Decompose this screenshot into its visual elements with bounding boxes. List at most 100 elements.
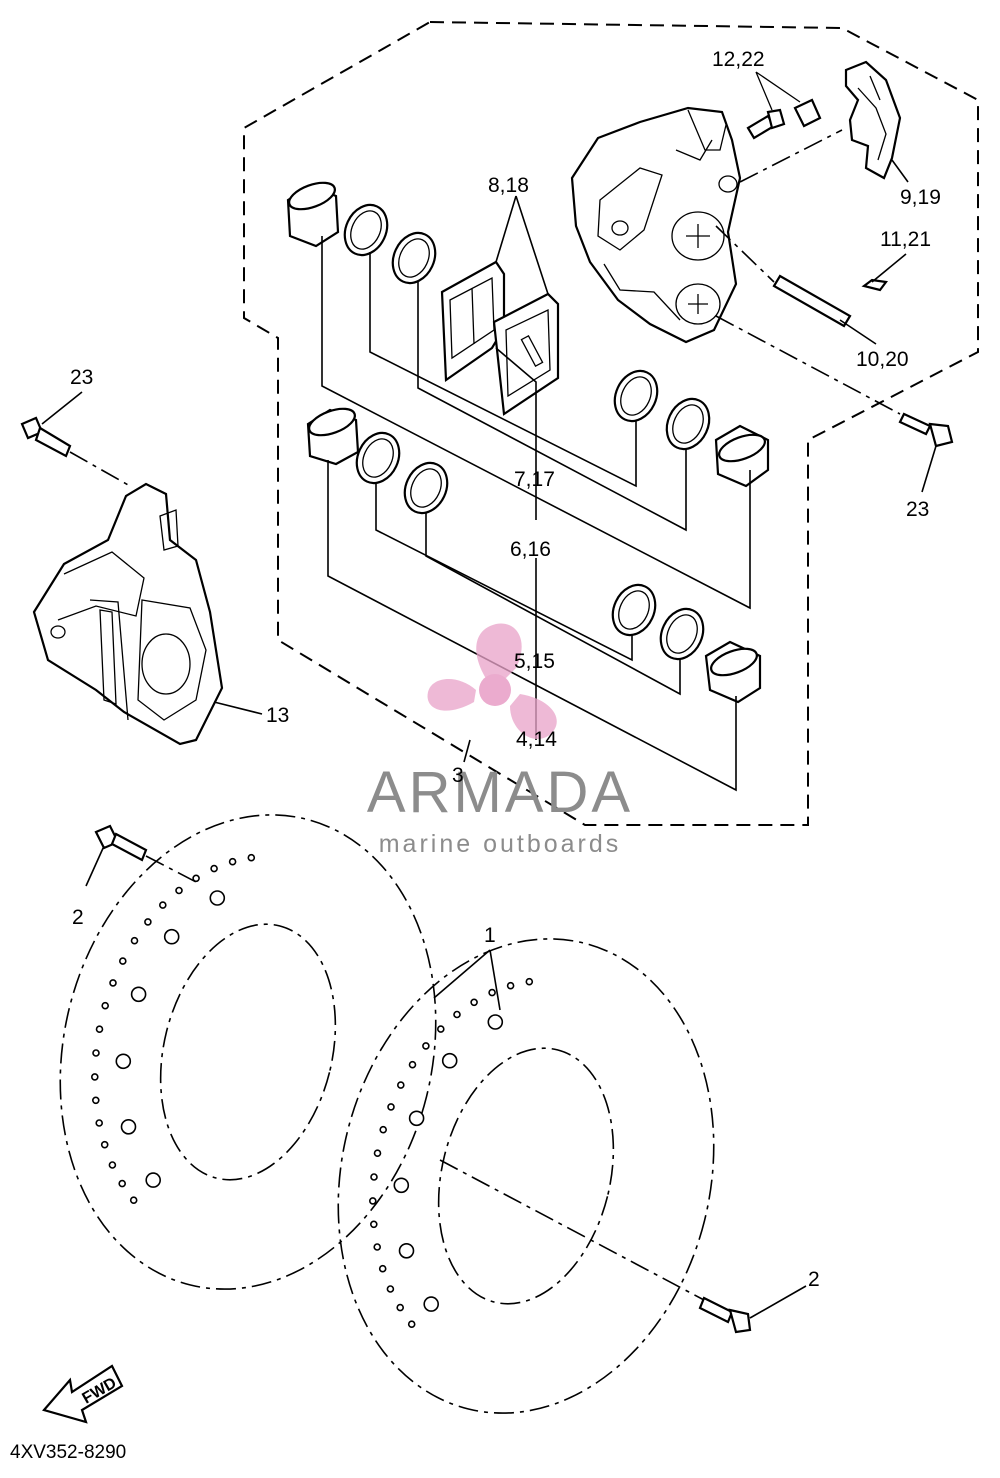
callout-3: 3	[452, 764, 464, 787]
drawing-code: 4XV352-8290	[10, 1442, 126, 1463]
callout-2-lower: 2	[808, 1268, 820, 1291]
callout-2-upper: 2	[72, 906, 84, 929]
seal-ring-upper-2	[391, 231, 437, 285]
disc-bolt-2-lower	[439, 1159, 807, 1334]
disc-right-hole	[369, 1220, 378, 1229]
disc-left-hole	[115, 1053, 132, 1070]
disc-left-hole	[228, 857, 237, 866]
callout-11-21: 11,21	[880, 228, 931, 251]
callout-12-22: 12,22	[712, 48, 765, 71]
fwd-arrow-icon	[42, 1364, 124, 1424]
seal-ring-lower-right-2	[659, 607, 705, 661]
disc-left-hole	[159, 901, 167, 909]
callout-7-17: 7,17	[514, 468, 555, 491]
disc-left-hole	[92, 1049, 100, 1057]
disc-left-hole	[210, 864, 218, 873]
disc-left-hole	[120, 1119, 137, 1135]
kit-leader-lines	[321, 195, 751, 792]
disc-right-hole	[387, 1103, 395, 1111]
disc-right-hole	[398, 1243, 415, 1259]
bleed-screw-12-22	[746, 71, 822, 140]
caliper-13	[32, 482, 263, 746]
disc-right-hole	[453, 1010, 461, 1019]
disc-right-hole	[487, 1014, 504, 1030]
disc-left-hole	[247, 853, 256, 862]
seal-ring-right-2	[665, 397, 711, 451]
caliper-bolt-23-right	[715, 315, 954, 493]
disc-left-hole	[192, 874, 200, 883]
piston-right-lower	[704, 640, 762, 704]
disc-left-hole	[95, 1025, 104, 1033]
disc-left-hole	[130, 936, 139, 945]
seal-ring-lower-1	[355, 431, 401, 485]
caliper-assembly-boundary	[243, 20, 979, 826]
disc-right-hole	[488, 988, 496, 997]
leader-10-20	[839, 319, 877, 345]
brake-disc-right	[337, 938, 715, 1414]
seal-ring-lower-2	[403, 461, 449, 515]
disc-right-hole	[506, 981, 515, 990]
leader-11-21	[871, 253, 907, 283]
disc-left-hole	[129, 1196, 138, 1204]
disc-left-hole	[209, 890, 226, 906]
seal-ring-lower-right-1	[611, 583, 657, 637]
callout-6-16: 6,16	[510, 538, 551, 561]
disc-left-hole	[100, 1140, 109, 1149]
pad-spring-9-19	[844, 60, 902, 180]
callout-13: 13	[266, 704, 289, 727]
disc-right-hole	[436, 1025, 445, 1033]
disc-right-hole	[373, 1243, 382, 1251]
callout-5-15: 5,15	[514, 650, 555, 673]
axis-pin	[715, 225, 775, 283]
disc-left-hole	[108, 1161, 117, 1169]
leader-1	[433, 949, 501, 1011]
disc-right-hole	[525, 977, 534, 986]
piston-right-upper	[714, 424, 770, 488]
disc-right-hole	[393, 1177, 410, 1194]
disc-left-hole	[92, 1096, 100, 1105]
pad-pin-10-20	[772, 274, 852, 328]
clip-11-21	[861, 278, 888, 292]
watermark-tagline: marine outboards	[379, 830, 622, 858]
callout-23-right: 23	[906, 498, 929, 521]
caliper-body-upper	[570, 106, 742, 344]
disc-right-hole	[422, 1042, 430, 1050]
disc-left-hole	[118, 1179, 126, 1188]
disc-right-hole	[368, 1197, 377, 1205]
disc-left-hole	[109, 979, 117, 987]
disc-right-hole	[373, 1149, 382, 1157]
callout-4-14: 4,14	[516, 728, 557, 751]
disc-right-hole	[408, 1060, 417, 1069]
disc-left-hole	[144, 918, 152, 926]
disc-right-hole	[408, 1110, 425, 1127]
callout-8-18: 8,18	[488, 174, 529, 197]
axis-spring	[739, 129, 843, 183]
disc-right-hole	[396, 1081, 405, 1089]
disc-right-hole	[423, 1296, 440, 1312]
disc-left-hole	[145, 1172, 161, 1188]
disc-left-hole	[119, 957, 127, 965]
disc-right-hole	[407, 1320, 416, 1328]
disc-left-hole	[91, 1073, 99, 1081]
disc-left-hole	[175, 886, 183, 895]
callout-1: 1	[484, 924, 496, 947]
disc-right-hole	[370, 1173, 378, 1181]
disc-right-hole	[470, 998, 478, 1007]
disc-left-hole	[163, 928, 180, 945]
callout-23-left: 23	[70, 366, 93, 389]
disc-right-hole	[378, 1264, 387, 1273]
seal-ring-right-1	[613, 369, 659, 423]
caliper-bolt-23-left	[20, 391, 131, 487]
brake-disc-left	[59, 814, 437, 1290]
disc-left-hole	[130, 986, 147, 1003]
disc-right-hole	[396, 1303, 405, 1312]
disc-right-hole	[386, 1285, 395, 1293]
disc-left-hole	[95, 1119, 103, 1127]
watermark-brand: ARMADA	[367, 760, 633, 825]
callout-10-20: 10,20	[856, 348, 909, 371]
seal-ring-upper-1	[343, 203, 389, 257]
leader-3	[463, 739, 471, 763]
piston-lower-left	[306, 407, 360, 466]
